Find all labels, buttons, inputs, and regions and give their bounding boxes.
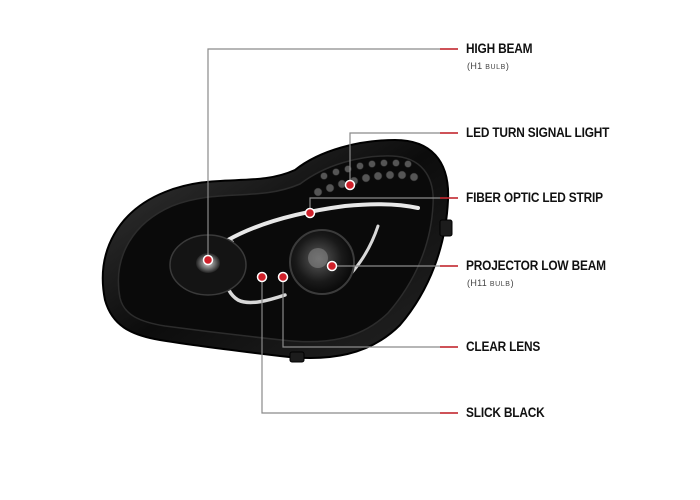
leader-line-high-beam (207, 48, 458, 260)
pointer-dots (202, 179, 356, 283)
leader-red-ticks (440, 48, 458, 414)
label-fiber-optic: FIBER OPTIC LED STRIP (466, 190, 603, 205)
bulb-word: BULB (485, 64, 506, 71)
leader-lines (207, 48, 458, 414)
label-high-beam: HIGH BEAM (466, 41, 533, 56)
sublabel-projector-low-beam: (H11 BULB) (467, 278, 514, 288)
label-projector-low-beam: PROJECTOR LOW BEAM (466, 258, 606, 273)
label-led-turn-signal: LED TURN SIGNAL LIGHT (466, 125, 610, 140)
pointer-dot-high-beam (202, 254, 214, 266)
pointer-dot-fiber (304, 207, 316, 219)
fiber-optic-strip (226, 202, 420, 242)
label-clear-lens: CLEAR LENS (466, 339, 541, 354)
leader-line-clear-lens (282, 277, 458, 348)
pointer-dot-projector (326, 260, 338, 272)
headlight-image (101, 138, 453, 363)
pointer-dot-clear-lens (277, 271, 289, 283)
pointer-dot-slick-black (256, 271, 268, 283)
projector-lens-core (308, 248, 328, 268)
sublabel-high-beam: (H1 BULB) (467, 61, 510, 71)
pointer-dot-led-turn (344, 179, 356, 191)
leader-line-led-turn (349, 132, 458, 185)
headlight-bezel (117, 155, 434, 343)
mounting-tab (439, 219, 453, 237)
bulb-type: H11 (470, 278, 488, 288)
bulb-word: BULB (489, 281, 511, 288)
label-slick-black: SLICK BLACK (466, 405, 545, 420)
mounting-tab (289, 351, 305, 363)
bulb-type: H1 (470, 61, 483, 71)
led-dots (313, 159, 419, 197)
leader-line-slick-black (261, 277, 458, 414)
